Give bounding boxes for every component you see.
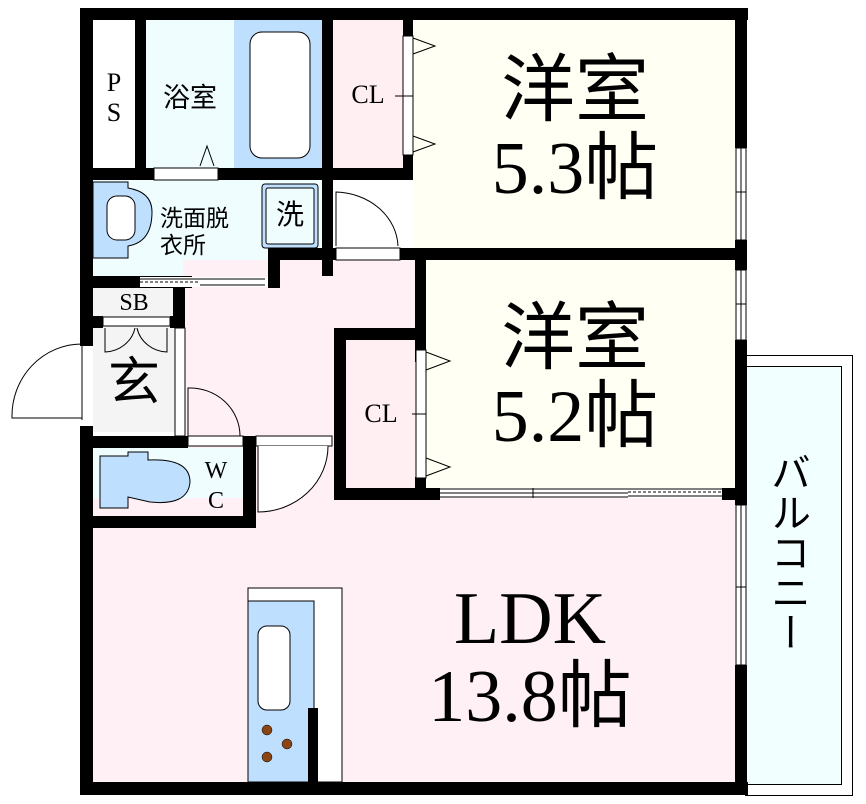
kitchen-sink-icon	[258, 626, 290, 710]
wall-cl2-bottom	[334, 488, 440, 500]
bathroom	[146, 20, 234, 168]
bedroom-2	[426, 260, 735, 492]
wall-entrance-bottom	[80, 436, 188, 448]
toilet-label-line2: C	[207, 488, 224, 514]
ldk-size: 13.8帖	[428, 656, 632, 738]
balcony-inner	[746, 366, 842, 785]
ps-label: P S	[97, 68, 131, 128]
balcony-label: バルコニー	[765, 452, 810, 652]
wall-sb-bottom-2	[170, 316, 185, 328]
wall-cl-bed1-top	[403, 8, 413, 36]
ldk	[93, 498, 735, 782]
toilet-label-line1: W	[204, 458, 228, 484]
ldk-label: LDK 13.8帖	[400, 580, 660, 736]
wall-wash-step-v	[268, 248, 280, 288]
washroom-label-line2: 衣所	[160, 233, 206, 258]
wall-cl2-left	[334, 328, 346, 498]
closet-2	[346, 340, 418, 490]
entrance-label: 玄	[107, 355, 160, 412]
wall-bed2-left-low	[415, 477, 426, 497]
wall-cl2-top	[334, 328, 426, 340]
bedroom-1-label: 洋室 5.3帖	[460, 52, 690, 208]
closet-1	[333, 20, 403, 168]
washer-label: 洗	[275, 200, 304, 231]
wall-cl-bed1	[403, 155, 413, 180]
wall-bottom	[80, 782, 748, 795]
bedroom-1-size: 5.3帖	[491, 128, 659, 210]
entrance-door-icon	[12, 344, 82, 420]
wall-bath-bottom	[80, 168, 154, 180]
closet-2-label: CL	[364, 399, 398, 428]
washroom-label: 洗面脱 衣所	[160, 205, 250, 259]
balcony	[745, 355, 853, 796]
bedroom-2-label: 洋室 5.2帖	[460, 300, 690, 456]
washbasin-icon	[93, 182, 153, 258]
wall-right-lower	[735, 665, 747, 795]
wall-wash-step	[268, 248, 336, 260]
ps-shaft	[93, 20, 135, 168]
wall-right-upper	[735, 8, 747, 148]
wall-entrance-door-gap-top	[80, 300, 93, 346]
bathtub-icon	[250, 32, 310, 158]
bedroom-1-name: 洋室	[501, 50, 649, 132]
wall-bed1-bottom	[400, 248, 747, 260]
wall-wc-bottom	[80, 516, 256, 528]
wall-sb-bottom	[93, 316, 103, 328]
wall-ps-bath	[135, 8, 146, 178]
wall-right-mid2	[735, 340, 747, 505]
wall-bed2-bottom-right	[722, 488, 747, 500]
entrance	[93, 326, 177, 432]
wall-bath-cl	[322, 8, 333, 276]
ldk-name: LDK	[453, 578, 607, 660]
wall-wc-right	[243, 436, 256, 528]
bedroom-2-name: 洋室	[501, 298, 649, 380]
bath-label: 浴室	[163, 83, 217, 113]
washroom-label-line1: 洗面脱	[160, 206, 229, 231]
wall-sb-right	[173, 276, 185, 326]
bedroom-1	[413, 20, 735, 248]
wall-top	[80, 8, 748, 20]
toilet-icon	[100, 452, 190, 508]
ps-label-line2: S	[106, 98, 122, 127]
wall-bed2-left	[415, 258, 426, 362]
bedroom-2-size: 5.2帖	[491, 376, 659, 458]
wall-bath-bottom-2	[218, 168, 413, 180]
shoe-box-label: SB	[119, 290, 149, 316]
ps-label-line1: P	[106, 68, 122, 97]
shoe-box	[93, 288, 173, 318]
closet-1-label: CL	[351, 80, 385, 109]
toilet-label: W C	[198, 456, 234, 516]
stove-burner-icon	[260, 724, 294, 764]
